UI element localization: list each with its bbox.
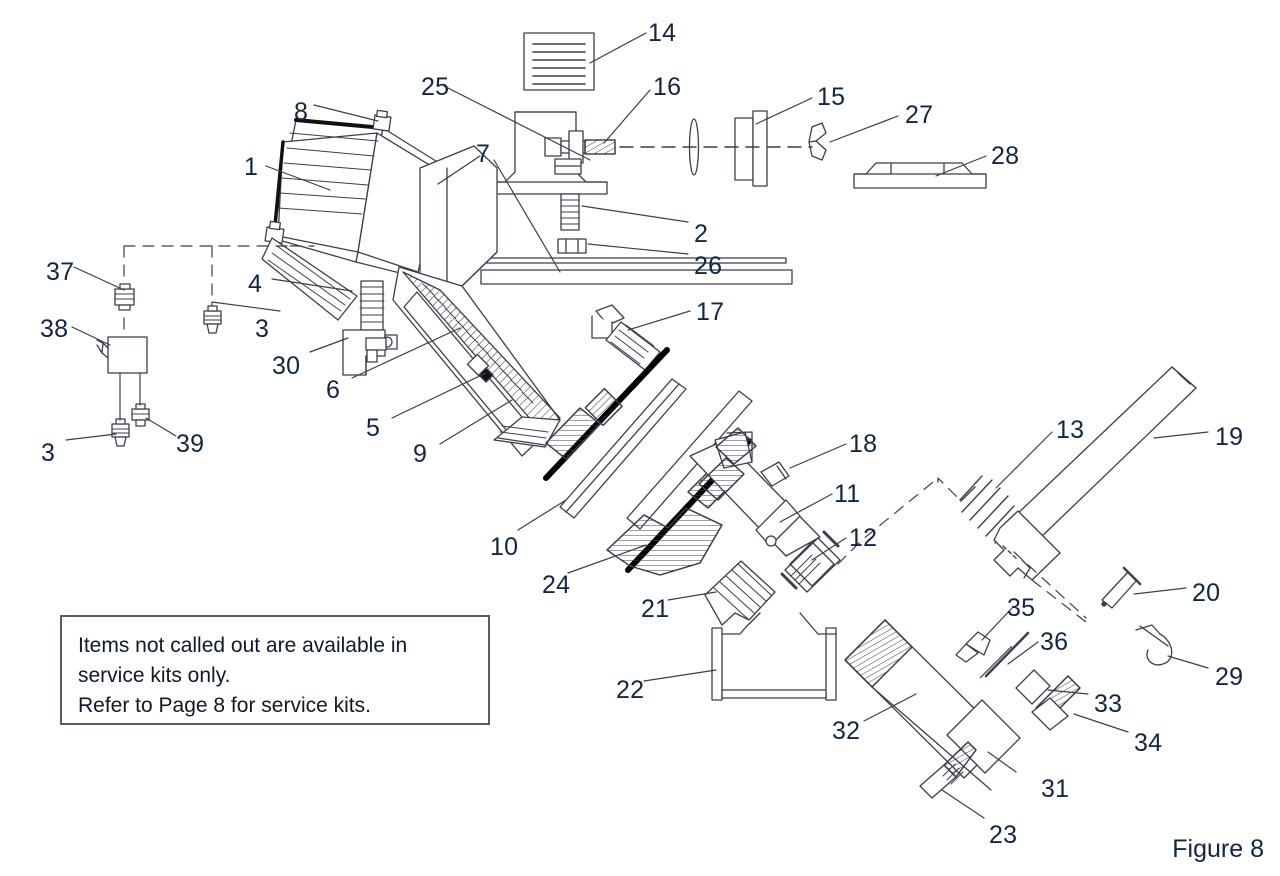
part-bellows — [359, 280, 385, 331]
part-grease-fitting-3b — [111, 418, 130, 447]
callout-33: 33 — [1094, 690, 1123, 718]
part-end-block-31 — [946, 699, 1021, 774]
part-spacer-18 — [760, 461, 790, 487]
part-cap-screw-8 — [264, 109, 392, 244]
callout-37: 37 — [46, 258, 75, 286]
callout-4: 4 — [248, 270, 263, 298]
callout-35: 35 — [1007, 594, 1036, 622]
part-clevis-pin-20 — [1101, 566, 1142, 609]
callout-3b: 3 — [41, 439, 56, 467]
callout-26: 26 — [694, 252, 723, 280]
left-routing-dashes — [123, 245, 315, 341]
part-nameplate-14 — [523, 32, 595, 91]
callout-3a: 3 — [255, 315, 270, 343]
solenoid-drop-lines — [119, 372, 141, 421]
part-small-fitting-39 — [131, 403, 150, 427]
callout-38: 38 — [40, 315, 69, 343]
part-elbow-fitting-30 — [342, 329, 398, 376]
callout-25: 25 — [421, 73, 450, 101]
callout-24: 24 — [542, 571, 571, 599]
callout-36: 36 — [1040, 628, 1069, 656]
callout-28: 28 — [991, 142, 1020, 170]
part-base-plate-28 — [853, 162, 987, 189]
part-hub-flange-15 — [734, 110, 768, 187]
part-set-screw-23 — [919, 741, 977, 799]
callout-18: 18 — [849, 430, 878, 458]
part-knurled-block-21 — [704, 560, 776, 626]
note-line-3: Refer to Page 8 for service kits. — [78, 694, 371, 717]
part-bushing-block-12 — [780, 530, 841, 593]
callout-23: 23 — [989, 821, 1018, 849]
callout-29: 29 — [1215, 663, 1244, 691]
callout-27: 27 — [905, 101, 934, 129]
callout-7: 7 — [476, 140, 491, 168]
part-retaining-clip-27 — [808, 122, 827, 161]
callout-17: 17 — [696, 298, 725, 326]
part-hex-bolt-16 — [544, 130, 616, 164]
callout-15: 15 — [817, 83, 846, 111]
part-bearing-9 — [466, 353, 494, 383]
part-seal-retainer-4 — [261, 237, 358, 321]
note-line-2: service kits only. — [78, 664, 231, 687]
callout-31: 31 — [1041, 775, 1070, 803]
part-plate-stack — [480, 257, 793, 285]
note-line-1: Items not called out are available in — [78, 634, 408, 657]
callout-2: 2 — [694, 220, 709, 248]
assembly-guide-dashes — [837, 477, 1087, 623]
part-spacer-sleeve-26 — [557, 238, 587, 254]
callout-12: 12 — [849, 524, 878, 552]
service-kit-note-box: Items not called out are available in se… — [60, 615, 490, 725]
part-hairpin-clip-29 — [1135, 624, 1173, 666]
callout-30: 30 — [272, 352, 301, 380]
figure-caption: Figure 8 — [1172, 835, 1264, 863]
callout-1: 1 — [244, 153, 259, 181]
callout-9: 9 — [413, 440, 428, 468]
callout-16: 16 — [653, 73, 682, 101]
callout-32: 32 — [832, 717, 861, 745]
callout-14: 14 — [648, 19, 677, 47]
part-connector-fitting-37 — [114, 283, 135, 311]
callout-5: 5 — [366, 414, 381, 442]
callout-8: 8 — [294, 98, 309, 126]
part-hatched-collar-24 — [606, 507, 723, 576]
leader-lines — [65, 32, 1209, 819]
part-shaft-housing-5 — [392, 266, 561, 457]
part-wedge-hatched — [698, 427, 757, 501]
part-nut-block-33 — [1015, 669, 1051, 705]
callout-34: 34 — [1134, 729, 1163, 757]
callout-19: 19 — [1215, 423, 1244, 451]
part-stud-bolt-2 — [554, 158, 582, 231]
callout-11: 11 — [834, 480, 861, 508]
callout-13: 13 — [1056, 416, 1085, 444]
callout-39: 39 — [176, 430, 205, 458]
callout-6: 6 — [326, 376, 341, 404]
callout-10: 10 — [490, 533, 519, 561]
part-fitting-screw-17 — [591, 304, 661, 371]
callout-20: 20 — [1192, 579, 1221, 607]
part-handle-tube-19 — [993, 366, 1197, 581]
part-yoke-frame-22 — [711, 612, 837, 701]
callout-21: 21 — [641, 595, 670, 623]
part-grease-fitting-3a — [203, 305, 222, 334]
part-pin-rod-36 — [979, 631, 1030, 679]
part-solenoid-box-38 — [96, 336, 148, 374]
callout-22: 22 — [616, 676, 645, 704]
part-hex-screw-34 — [1031, 675, 1081, 731]
